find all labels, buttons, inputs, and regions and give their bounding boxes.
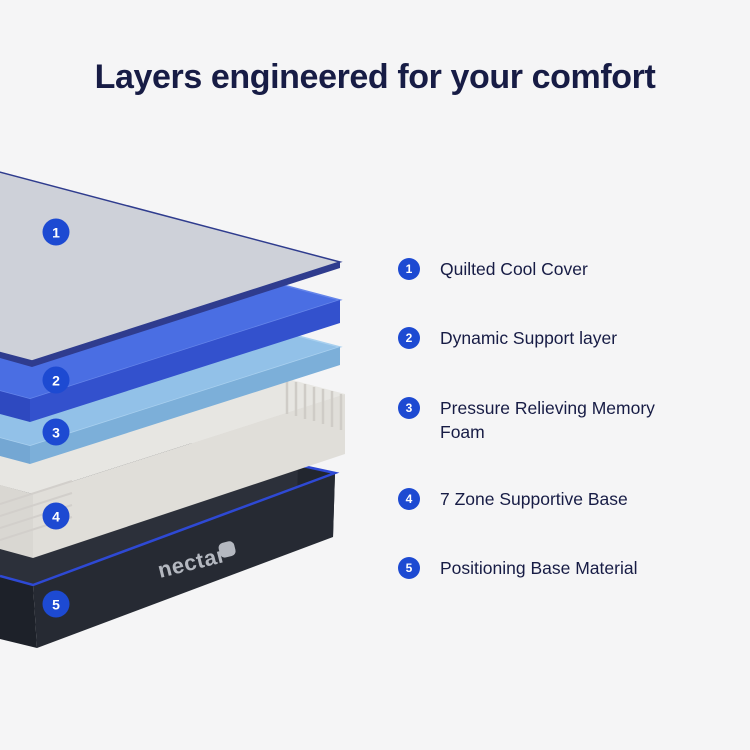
legend-label-3: Pressure Relieving Memory Foam <box>440 398 655 442</box>
foam-groove-lines <box>285 380 343 430</box>
memory-left-face <box>0 438 30 464</box>
legend-label-5: Positioning Base Material <box>440 558 638 578</box>
legend-badge-5: 5 <box>398 557 420 579</box>
legend-label-4: 7 Zone Supportive Base <box>440 489 628 509</box>
cover-left-edge <box>0 352 32 367</box>
base-front-face <box>33 473 335 648</box>
mattress-icon <box>218 541 236 558</box>
support-left-face <box>0 391 30 422</box>
legend-badge-1: 1 <box>398 258 420 280</box>
diagram-badge-3: 3 <box>42 418 70 446</box>
legend-label-1: Quilted Cool Cover <box>440 259 588 279</box>
foam-left-face <box>0 485 33 558</box>
legend-item-2: 2 Dynamic Support layer <box>398 326 690 350</box>
legend-item-4: 4 7 Zone Supportive Base <box>398 487 690 511</box>
legend-badge-3: 3 <box>398 397 420 419</box>
support-front-face <box>30 300 340 422</box>
cover-top-face <box>0 171 343 362</box>
diagram-badge-1: 1 <box>42 218 70 246</box>
base-piping-line <box>0 463 340 587</box>
legend-item-1: 1 Quilted Cool Cover <box>398 257 690 281</box>
layer-quilted-cover <box>0 171 343 367</box>
memory-front-face <box>30 347 340 464</box>
legend-badge-2: 2 <box>398 327 420 349</box>
diagram-badge-2: 2 <box>42 366 70 394</box>
legend-item-3: 3 Pressure Relieving Memory Foam <box>398 396 690 444</box>
legend-label-2: Dynamic Support layer <box>440 328 618 348</box>
base-left-face <box>0 576 37 648</box>
diagram-badge-4: 4 <box>42 502 70 530</box>
diagram-badge-5: 5 <box>42 590 70 618</box>
legend-item-5: 5 Positioning Base Material <box>398 556 690 580</box>
legend-badge-4: 4 <box>398 488 420 510</box>
cover-front-edge <box>32 262 340 367</box>
page-title: Layers engineered for your comfort <box>94 58 656 96</box>
foam-front-face <box>33 394 345 558</box>
